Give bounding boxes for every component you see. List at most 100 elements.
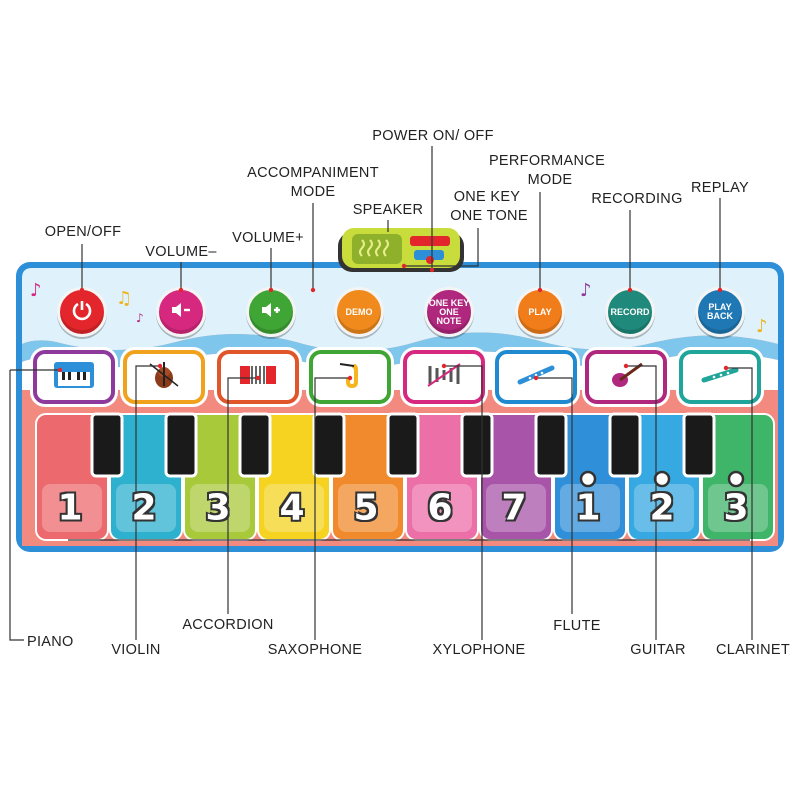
key-number: 1	[575, 487, 601, 529]
xylophone-button[interactable]	[403, 350, 485, 404]
svg-text:♪: ♪	[580, 280, 592, 301]
demo-button[interactable]: DEMO	[334, 287, 384, 337]
clarinet-button[interactable]	[679, 350, 761, 404]
label-performance-1: PERFORMANCE	[488, 153, 606, 169]
leader-dot	[723, 365, 729, 371]
black-key[interactable]	[164, 412, 198, 478]
label-saxophone: SAXOPHONE	[267, 642, 363, 658]
button-text: ONE KEY ONE NOTE	[428, 297, 470, 326]
label-recording: RECORDING	[591, 191, 683, 207]
leader-dot	[347, 375, 353, 381]
svg-text:♪: ♪	[756, 316, 768, 337]
leader-dot	[310, 287, 316, 293]
key-number: 7	[501, 487, 527, 529]
key-number: 3	[205, 487, 231, 529]
key-number: 4	[279, 487, 305, 529]
black-key[interactable]	[460, 412, 494, 478]
flute-icon	[514, 360, 558, 395]
svg-text:♪: ♪	[136, 311, 144, 325]
black-key[interactable]	[312, 412, 346, 478]
leader-dot	[178, 287, 184, 293]
volume-minus-button[interactable]	[156, 287, 206, 337]
accordion-button[interactable]	[217, 350, 299, 404]
key-number: 3	[723, 487, 749, 529]
piano-key[interactable]	[35, 413, 109, 541]
leader-dot	[268, 287, 274, 293]
key-number: 5	[353, 487, 379, 529]
piano-key[interactable]	[331, 413, 405, 541]
one-key-one-note-button[interactable]: ONE KEY ONE NOTE	[424, 287, 474, 337]
leader-dot	[533, 375, 539, 381]
label-accompaniment-2: MODE	[290, 184, 336, 200]
leader-dot	[255, 375, 261, 381]
label-speaker: SPEAKER	[352, 202, 424, 218]
leader-line	[726, 367, 753, 640]
label-clarinet: CLARINET	[715, 642, 791, 658]
label-accordion: ACCORDION	[182, 617, 274, 633]
button-text: DEMO	[345, 306, 373, 317]
piano-key[interactable]	[479, 413, 553, 541]
label-performance-2: MODE	[527, 172, 573, 188]
button-text: PLAY	[528, 306, 552, 317]
label-guitar: GUITAR	[630, 642, 686, 658]
button-text: RECORD	[610, 306, 650, 317]
piano-icon	[52, 360, 96, 395]
leader-dot	[157, 363, 163, 369]
speaker-plus-icon	[259, 299, 283, 326]
label-piano: PIANO	[27, 634, 74, 650]
xylophone-icon	[422, 360, 466, 395]
label-violin: VIOLIN	[111, 642, 161, 658]
svg-text:♪: ♪	[30, 280, 42, 301]
key-number: 2	[649, 487, 675, 529]
leader-line	[314, 377, 350, 640]
label-volume-plus: VOLUME+	[232, 230, 304, 246]
black-key[interactable]	[682, 412, 716, 478]
key-number: 2	[131, 487, 157, 529]
clarinet-icon	[698, 360, 742, 395]
black-key[interactable]	[238, 412, 272, 478]
violin-button[interactable]	[123, 350, 205, 404]
speaker-minus-icon	[169, 299, 193, 326]
key-number: 1	[57, 487, 83, 529]
label-one-key-2: ONE TONE	[450, 208, 528, 224]
label-accompaniment-1: ACCOMPANIMENT	[247, 165, 379, 181]
octave-dot	[653, 470, 671, 488]
octave-dot	[579, 470, 597, 488]
black-key[interactable]	[608, 412, 642, 478]
octave-dot	[727, 470, 745, 488]
leader-line	[536, 377, 573, 614]
leader-line	[444, 365, 483, 640]
leader-dot	[623, 363, 629, 369]
key-number: 6	[427, 487, 453, 529]
leader-dot	[57, 367, 63, 373]
leader-dot	[79, 287, 85, 293]
leader-dot	[441, 363, 447, 369]
button-text: PLAY BACK	[707, 302, 733, 321]
piano-button[interactable]	[33, 350, 115, 404]
black-key[interactable]	[386, 412, 420, 478]
leader-dot	[627, 287, 633, 293]
power-icon	[71, 299, 93, 326]
saxophone-button[interactable]	[309, 350, 391, 404]
play-back-button[interactable]: PLAY BACK	[695, 287, 745, 337]
accordion-icon	[236, 360, 280, 395]
leader-dot	[401, 263, 407, 269]
saxophone-icon	[328, 360, 372, 395]
label-power: POWER ON/ OFF	[372, 128, 494, 144]
black-key[interactable]	[534, 412, 568, 478]
label-xylophone: XYLOPHONE	[432, 642, 526, 658]
label-flute: FLUTE	[553, 618, 601, 634]
leader-line	[9, 370, 24, 641]
label-replay: REPLAY	[691, 180, 749, 196]
leader-line	[626, 365, 657, 640]
power-button[interactable]	[57, 287, 107, 337]
label-volume-minus: VOLUME–	[145, 244, 217, 260]
black-key[interactable]	[90, 412, 124, 478]
leader-line	[135, 365, 160, 640]
leader-dot	[429, 267, 435, 273]
label-open-off: OPEN/OFF	[44, 224, 122, 240]
leader-line	[227, 377, 258, 614]
leader-line	[404, 228, 479, 267]
